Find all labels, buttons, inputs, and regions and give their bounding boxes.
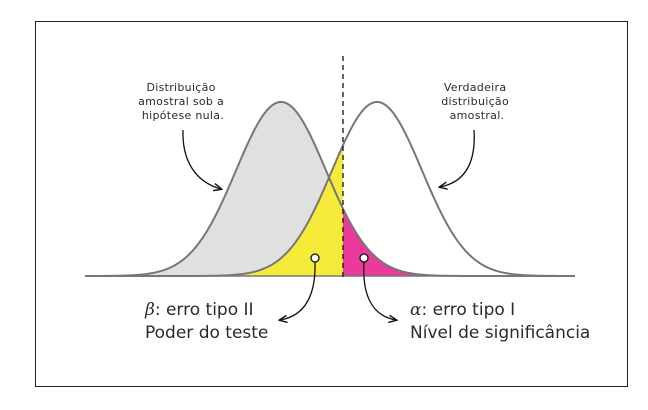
beta-marker	[310, 253, 320, 263]
beta-symbol: β	[144, 300, 155, 320]
beta-region	[180, 145, 343, 276]
alpha-region	[343, 208, 460, 276]
alpha-arrow	[363, 261, 396, 320]
alpha-subtitle: Nível de significância	[410, 323, 590, 343]
true-label-arrow	[440, 129, 475, 187]
alpha-symbol: α	[410, 300, 422, 320]
true-label-line: amostral.	[450, 109, 505, 122]
beta-subtitle: Poder do teste	[145, 323, 268, 343]
alpha-title: : erro tipo I	[421, 300, 515, 320]
beta-title: : erro tipo II	[155, 300, 254, 320]
null-label-line: Distribuição	[146, 81, 215, 94]
true-distribution-curve	[85, 100, 575, 277]
null-distribution-curve	[85, 100, 575, 277]
true-label-line: Verdadeira	[444, 81, 507, 94]
null-label-line: amostral sob a	[138, 95, 224, 108]
beta-arrow	[280, 261, 316, 320]
alpha-label: α: erro tipo I	[410, 300, 515, 320]
alpha-marker	[359, 253, 369, 263]
null-distribution-area	[85, 102, 343, 276]
null-label-line: hipótese nula.	[142, 109, 224, 122]
null-label: Distribuição amostral sob a hipótese nul…	[138, 81, 228, 122]
true-label-line: distribuição	[441, 95, 509, 108]
beta-label: β: erro tipo II	[144, 300, 254, 320]
true-label: Verdadeira distribuição amostral.	[441, 81, 513, 122]
null-label-arrow	[182, 129, 221, 189]
